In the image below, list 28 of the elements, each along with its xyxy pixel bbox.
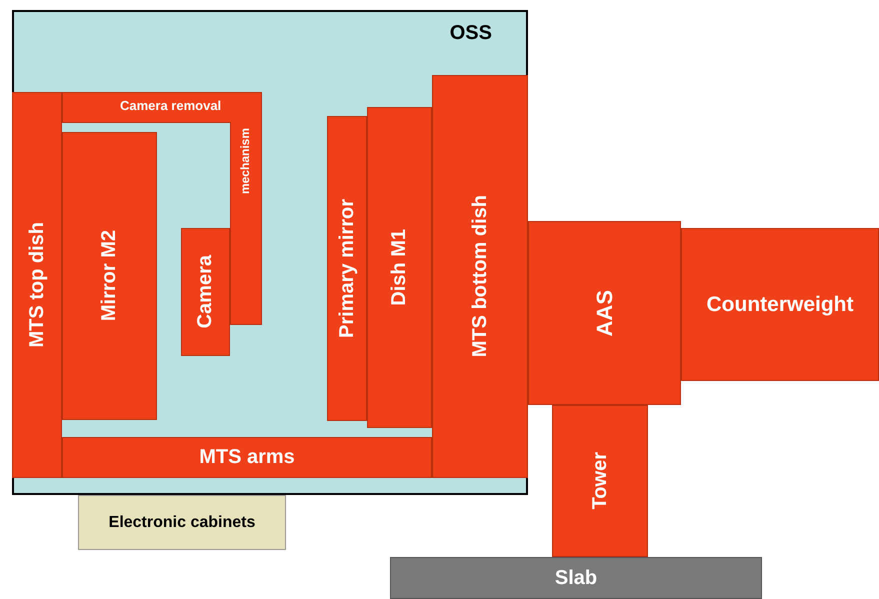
block-label: Counterweight — [706, 292, 854, 316]
cabinet-block — [78, 495, 286, 550]
component-block — [367, 107, 432, 428]
block-label: Slab — [554, 566, 598, 590]
block-label: Tower — [588, 452, 612, 510]
block-label: AAS — [592, 290, 618, 336]
block-label: mechanism — [238, 128, 252, 194]
block-label: Primary mirror — [336, 199, 358, 338]
component-block — [552, 405, 648, 557]
component-block — [62, 437, 432, 478]
block-label: MTS top dish — [26, 222, 48, 348]
component-block — [528, 221, 681, 405]
block-label: Camera removal — [120, 98, 222, 113]
component-block — [62, 132, 157, 420]
component-block — [432, 75, 528, 478]
block-label: Electronic cabinets — [108, 514, 256, 532]
component-block — [12, 92, 62, 478]
structure-panel — [12, 10, 528, 495]
block-label: Mirror M2 — [98, 230, 121, 322]
block-label: Camera — [194, 255, 217, 329]
component-block — [327, 116, 367, 421]
component-block — [181, 228, 230, 356]
block-label: MTS bottom dish — [468, 195, 492, 358]
block-label: MTS arms — [199, 446, 295, 469]
block-label: Dish M1 — [388, 229, 411, 306]
slab-block — [390, 557, 762, 599]
component-block — [681, 228, 879, 381]
panel-title: OSS — [450, 22, 492, 45]
